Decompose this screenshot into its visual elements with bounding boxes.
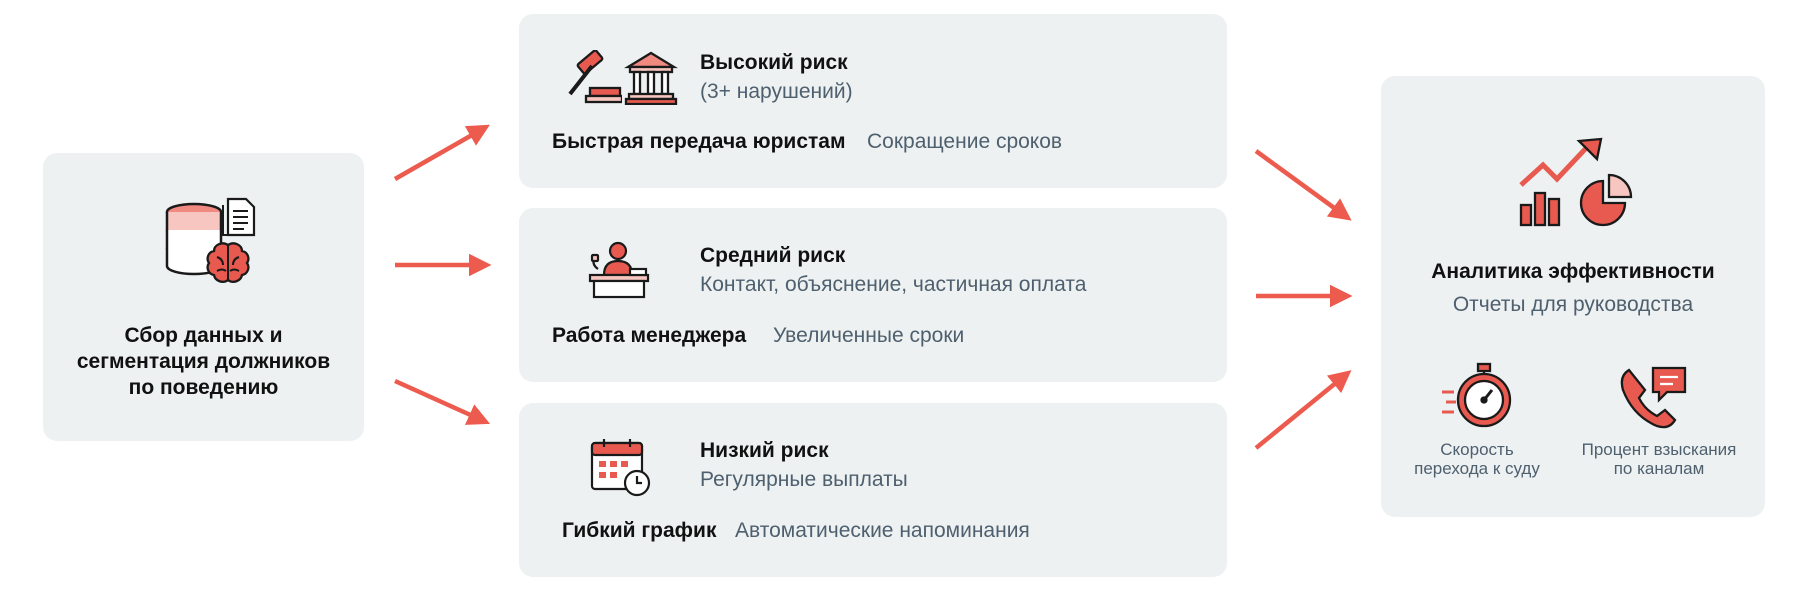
metric-label-line: перехода к суду	[1414, 459, 1540, 478]
metric-speed-label: Скорость перехода к суду	[1382, 440, 1572, 478]
metric-label-line: Скорость	[1440, 440, 1514, 459]
source-card: Сбор данных и сегментация должников по п…	[43, 153, 364, 441]
risk-subtitle: (3+ нарушений)	[700, 80, 853, 103]
metric-label-line: Процент взыскания	[1581, 440, 1737, 459]
growth-chart-icon	[1519, 137, 1603, 227]
analytics-card: Аналитика эффективности Отчеты для руков…	[1381, 76, 1765, 517]
document-icon	[222, 197, 256, 237]
metric-label-line: по каналам	[1613, 459, 1705, 478]
risk-subtitle: Регулярные выплаты	[700, 468, 908, 491]
courthouse-icon	[624, 51, 678, 105]
gavel-icon	[568, 50, 622, 104]
high-risk-card: Высокий риск (3+ нарушений) Быстрая пере…	[519, 14, 1227, 188]
analytics-subtitle: Отчеты для руководства	[1452, 293, 1694, 316]
arrow-source-to-high	[393, 124, 490, 181]
risk-title: Низкий риск	[700, 439, 829, 462]
metric-recovery-label: Процент взыскания по каналам	[1564, 440, 1754, 478]
action-label: Быстрая передача юристам	[552, 130, 846, 153]
arrow-low-to-analytics	[1254, 370, 1352, 450]
source-title-line: сегментация должников	[76, 350, 331, 373]
source-title: Сбор данных и сегментация должников по п…	[43, 323, 364, 401]
source-title-line: по поведению	[128, 376, 279, 399]
result-label: Автоматические напоминания	[735, 519, 1030, 542]
brain-icon	[206, 242, 250, 283]
source-title-line: Сбор данных и	[124, 324, 283, 347]
medium-risk-card: Средний риск Контакт, объяснение, частич…	[519, 208, 1227, 382]
result-label: Увеличенные сроки	[773, 324, 965, 347]
phone-chat-icon	[1620, 366, 1687, 429]
analytics-title: Аналитика эффективности	[1431, 260, 1715, 283]
low-risk-card: Низкий риск Регулярные выплаты Гибкий гр…	[519, 403, 1227, 577]
database-icon	[165, 202, 223, 276]
action-label: Гибкий график	[562, 519, 717, 542]
stopwatch-icon	[1442, 362, 1512, 428]
result-label: Сокращение сроков	[867, 130, 1063, 153]
arrow-source-to-low	[394, 378, 491, 425]
manager-desk-icon	[588, 241, 650, 299]
risk-subtitle: Контакт, объяснение, частичная оплата	[700, 273, 1087, 296]
calendar-clock-icon	[590, 439, 651, 497]
risk-title: Средний риск	[700, 244, 846, 267]
risk-title: Высокий риск	[700, 51, 848, 74]
arrow-high-to-analytics	[1254, 149, 1352, 221]
pie-chart-icon	[1579, 173, 1633, 227]
action-label: Работа менеджера	[552, 324, 747, 347]
